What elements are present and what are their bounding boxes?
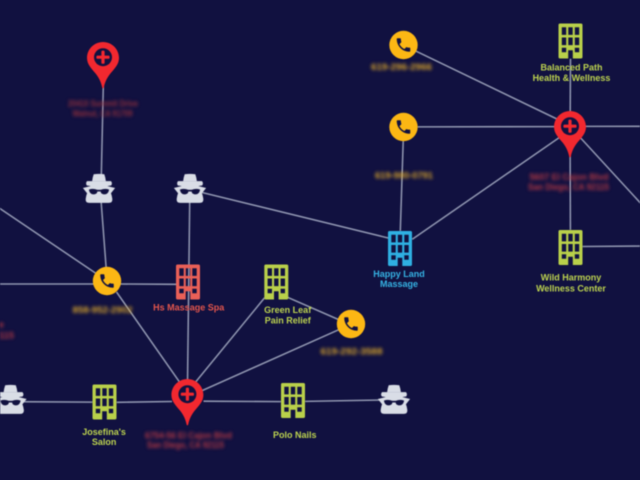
svg-text:2115: 2115 bbox=[0, 331, 14, 341]
svg-text:858-952-2902: 858-952-2902 bbox=[73, 305, 133, 315]
svg-text:Wellness Center: Wellness Center bbox=[536, 284, 606, 294]
svg-text:619-980-0791: 619-980-0791 bbox=[375, 171, 433, 181]
svg-text:Pain Relief: Pain Relief bbox=[265, 316, 312, 326]
svg-text:Salon: Salon bbox=[92, 437, 117, 447]
svg-text:Hs Massage Spa: Hs Massage Spa bbox=[153, 303, 225, 313]
svg-text:San Diego, CA 92115: San Diego, CA 92115 bbox=[528, 182, 609, 192]
svg-text:Wild Harmony: Wild Harmony bbox=[541, 273, 601, 283]
svg-text:Health & Wellness: Health & Wellness bbox=[533, 73, 611, 83]
svg-text:Polo Nails: Polo Nails bbox=[273, 430, 317, 440]
svg-text:Balanced Path: Balanced Path bbox=[540, 63, 602, 73]
svg-text:San Diego, CA 92115: San Diego, CA 92115 bbox=[147, 440, 224, 450]
svg-text:Josefina's: Josefina's bbox=[82, 427, 126, 437]
svg-text:Massage: Massage bbox=[380, 279, 418, 289]
svg-text:6754-56 El Cajon Blvd: 6754-56 El Cajon Blvd bbox=[145, 431, 232, 441]
svg-text:Happy Land: Happy Land bbox=[373, 269, 425, 279]
svg-text:20410 Summit Drive: 20410 Summit Drive bbox=[68, 99, 138, 109]
svg-text:619-296-2966: 619-296-2966 bbox=[371, 62, 432, 72]
svg-text:Walnut, CA 91709: Walnut, CA 91709 bbox=[73, 109, 133, 119]
svg-text:619-292-3588: 619-292-3588 bbox=[321, 347, 383, 357]
svg-text:5607 El Cajon Blvd: 5607 El Cajon Blvd bbox=[530, 172, 609, 182]
svg-text:Green Leaf: Green Leaf bbox=[264, 305, 312, 315]
svg-text:ve: ve bbox=[0, 320, 4, 330]
